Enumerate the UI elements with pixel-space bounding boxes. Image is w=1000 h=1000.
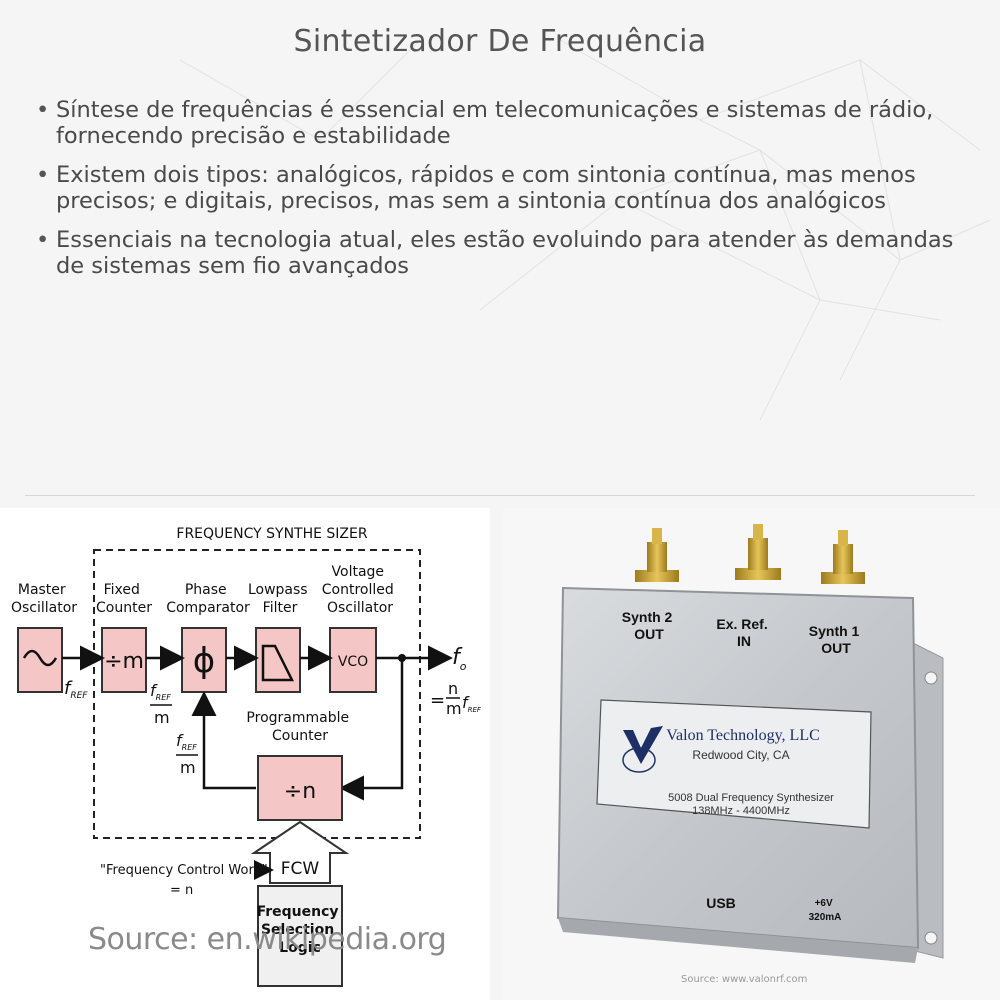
fcw-text: FCW [281,859,320,879]
svg-text:n: n [448,679,458,698]
section-divider [25,495,975,496]
fixed-counter-block [101,627,147,693]
divide-n-text: ÷n [284,779,316,804]
synth2-label: Synth 2 OUT [622,609,676,642]
sma-connector-synth1 [821,530,865,584]
bullet-item: Síntese de frequências é essencial em te… [34,97,964,149]
bullet-item: Existem dois tipos: analógicos, rápidos … [34,162,964,214]
bullet-item: Essenciais na tecnologia atual, eles est… [34,227,964,279]
vco-block [329,627,377,693]
lowpass-filter-label: Lowpass Filter [248,582,312,616]
master-oscillator-label: Master Oscillator [11,582,77,616]
feedback-f-ref-label: fREF [176,731,197,752]
programmable-counter-block [257,755,343,821]
fcw-equals-n: = n [170,883,193,898]
phi-symbol: ϕ [193,641,215,681]
sine-wave-icon [22,649,58,667]
device-photo: Synth 2 OUT Ex. Ref. IN Synth 1 OUT Valo… [503,508,1000,1000]
frequency-selection-logic-text: Frequency Selection Logic [257,904,344,956]
f-ref-over-m-label: fREF [150,681,171,702]
lowpass-icon [261,644,295,682]
phase-comparator-label: Phase Comparator [166,582,250,616]
f-ref-label: fREF [64,678,88,701]
diagram-header: FREQUENCY SYNTHE SIZER [176,526,367,542]
exref-label: Ex. Ref. IN [716,616,771,649]
valon-logo [622,726,663,773]
divide-m-text: ÷m [104,649,144,674]
device-source-caption: Source: www.valonrf.com [681,974,808,985]
fcw-arrow [250,820,350,884]
diagram-source-caption: Source: en.wikipedia.org [88,922,447,957]
page-title: Sintetizador De Frequência [293,24,707,59]
synth1-label: Synth 1 OUT [809,623,863,656]
frequency-selection-logic-block [257,885,343,987]
usb-label: USB [706,895,736,911]
programmable-counter-label: Programmable Counter [246,710,353,744]
output-equation: = [430,690,445,711]
synthesizer-boundary [93,549,421,839]
frequency-control-word-label: "Frequency Control Word" [100,863,268,878]
svg-text:fREF: fREF [462,693,482,714]
company-city: Redwood City, CA [692,748,789,762]
company-name: Valon Technology, LLC [666,727,820,744]
fixed-counter-label: Fixed Counter [96,582,152,616]
vco-label: Voltage Controlled Oscillator [322,564,398,616]
frequency-range: 138MHz - 4400MHz [692,805,790,817]
svg-text:m: m [180,758,196,777]
svg-text:m: m [154,708,170,727]
label-plate [596,699,872,829]
model-name: 5008 Dual Frequency Synthesizer [668,792,834,804]
power-label: +6V 320mA [809,898,842,923]
bullet-list: Síntese de frequências é essencial em te… [34,97,964,292]
sma-connector-exref [735,524,781,580]
vco-text: VCO [338,654,368,670]
sma-connector-synth2 [635,528,679,582]
frequency-synthesizer-diagram: FREQUENCY SYNTHE SIZER Master Oscillator… [0,508,490,1000]
svg-text:m: m [446,699,462,718]
f-out-label: fo [452,645,467,673]
